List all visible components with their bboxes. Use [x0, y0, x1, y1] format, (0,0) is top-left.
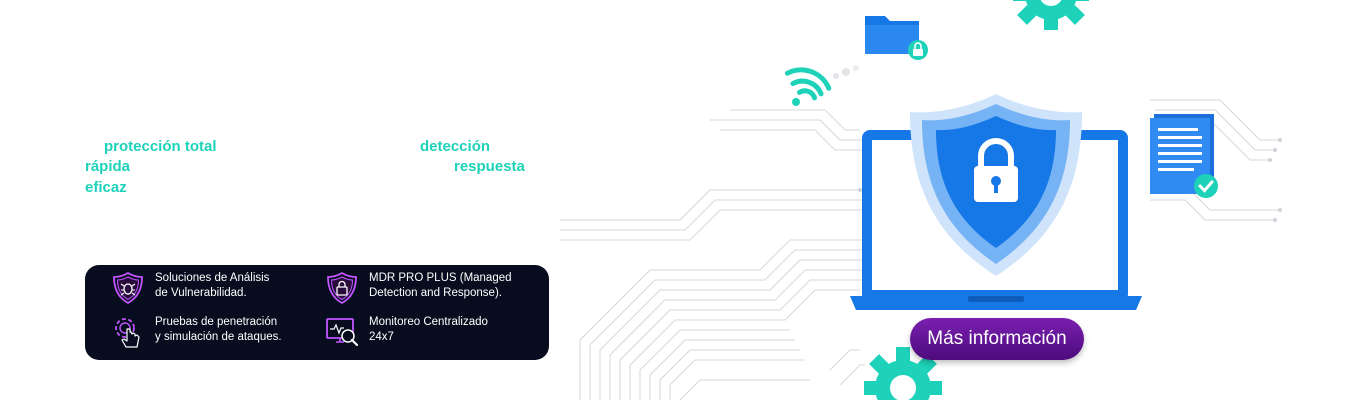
shield-lock-icon [327, 271, 357, 305]
monitor-search-icon [326, 318, 359, 347]
feature-monitoring-line1: Monitoreo Centralizado [369, 316, 488, 328]
headline-word-deteccion: detección [420, 138, 491, 155]
document-check-icon [1150, 114, 1218, 198]
feature-item-vulnerability: Soluciones de Análisis de Vulnerabilidad… [111, 271, 269, 305]
circuit-lines-background [560, 99, 1282, 400]
feature-pentest-line1: Pruebas de penetración [155, 316, 278, 328]
laptop-shield-illustration [850, 94, 1142, 310]
feature-mdr-line1: MDR PRO PLUS (Managed [369, 272, 512, 284]
mas-informacion-button[interactable]: Más información [910, 318, 1084, 360]
feature-vulnerability-line1: Soluciones de Análisis [155, 272, 270, 284]
feature-item-pentest: Pruebas de penetración y simulación de a… [111, 315, 282, 349]
gear-icon-top [1013, 0, 1089, 30]
gear-icon-bottom [864, 347, 942, 400]
feature-monitoring-line2: 24x7 [369, 331, 394, 343]
wifi-icon [784, 65, 859, 106]
headline-word-eficaz: eficaz [85, 179, 127, 196]
shield-bug-icon [113, 271, 143, 305]
touch-gear-icon [115, 318, 140, 348]
feature-mdr-line2: Detection and Response). [369, 287, 502, 299]
headline-word-proteccion-total: protección total [104, 138, 217, 155]
headline-word-rapida: rápida [85, 158, 131, 175]
headline-word-respuesta: respuesta [454, 158, 525, 175]
feature-vulnerability-line2: de Vulnerabilidad. [155, 287, 247, 299]
feature-item-monitoring: Monitoreo Centralizado 24x7 [325, 315, 488, 349]
feature-item-mdr: MDR PRO PLUS (Managed Detection and Resp… [325, 271, 512, 305]
folder-lock-icon [865, 16, 928, 60]
features-panel: Soluciones de Análisis de Vulnerabilidad… [85, 265, 549, 360]
feature-pentest-line2: y simulación de ataques. [155, 331, 282, 343]
